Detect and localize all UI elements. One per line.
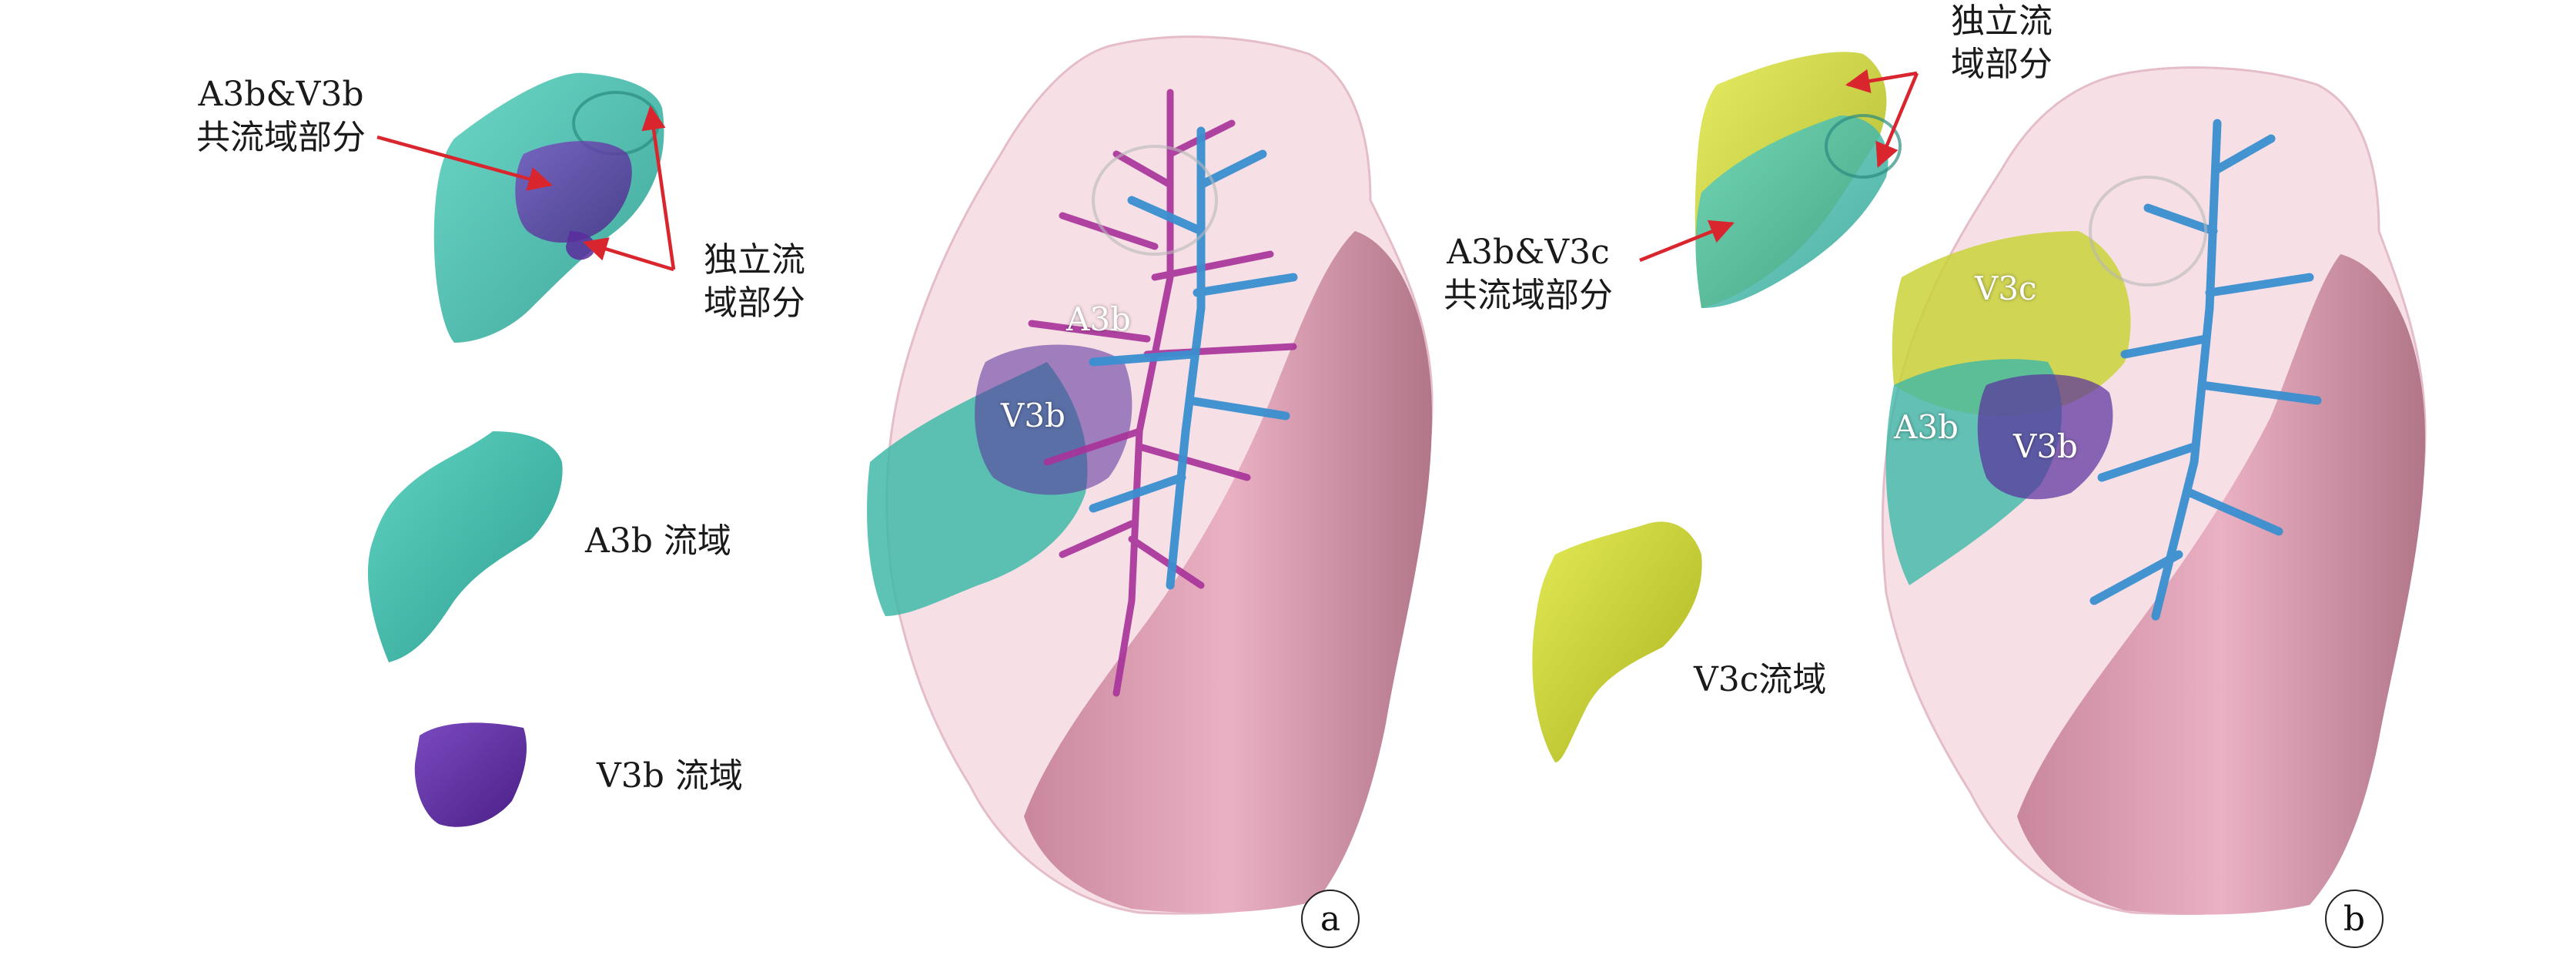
shared-label-b-line1: A3b&V3c bbox=[1447, 233, 1610, 272]
independent-label-a-line2: 域部分 bbox=[704, 283, 805, 323]
independent-label-b-line2: 域部分 bbox=[1951, 45, 2052, 84]
lung-model-b bbox=[1881, 66, 2427, 916]
independent-label-b-line1: 独立流 bbox=[1951, 2, 2052, 41]
v3c-region-shape bbox=[1532, 521, 1702, 762]
panel-tag-b: b bbox=[2325, 890, 2384, 948]
a3b-region-shape bbox=[367, 431, 563, 662]
shared-region-label-a: A3b&V3b 共流域部分 bbox=[169, 73, 393, 159]
lung-b-v3c-label: V3c bbox=[1975, 270, 2037, 307]
lung-b-a3b-label: A3b bbox=[1894, 408, 1959, 446]
a3b-legend-label: A3b 流域 bbox=[585, 521, 731, 561]
panel-tag-a: a bbox=[1301, 890, 1360, 948]
v3b-region-shape bbox=[414, 722, 527, 827]
shared-label-a-line2: 共流域部分 bbox=[196, 118, 366, 157]
shared-region-label-b: A3b&V3c 共流域部分 bbox=[1417, 231, 1640, 317]
lung-a-v3b-label: V3b bbox=[1001, 397, 1066, 434]
independent-region-label-b: 独立流 域部分 bbox=[1925, 0, 2079, 86]
arrows-panel-b bbox=[1639, 69, 1919, 263]
shared-region-shape-b bbox=[1694, 52, 1902, 309]
arrows-panel-a bbox=[376, 105, 676, 272]
lung-model-a bbox=[867, 35, 1434, 915]
independent-label-a-line1: 独立流 bbox=[704, 240, 805, 280]
v3b-legend-label: V3b 流域 bbox=[597, 756, 743, 796]
v3c-legend-label: V3c流域 bbox=[1694, 660, 1827, 699]
shared-label-a-line1: A3b&V3b bbox=[198, 75, 364, 114]
shared-region-shape-a bbox=[433, 72, 664, 343]
independent-region-label-a: 独立流 域部分 bbox=[677, 239, 831, 325]
lung-b-v3b-label: V3b bbox=[2013, 427, 2078, 465]
lung-a-a3b-label: A3b bbox=[1066, 300, 1131, 338]
shared-label-b-line2: 共流域部分 bbox=[1444, 276, 1613, 315]
